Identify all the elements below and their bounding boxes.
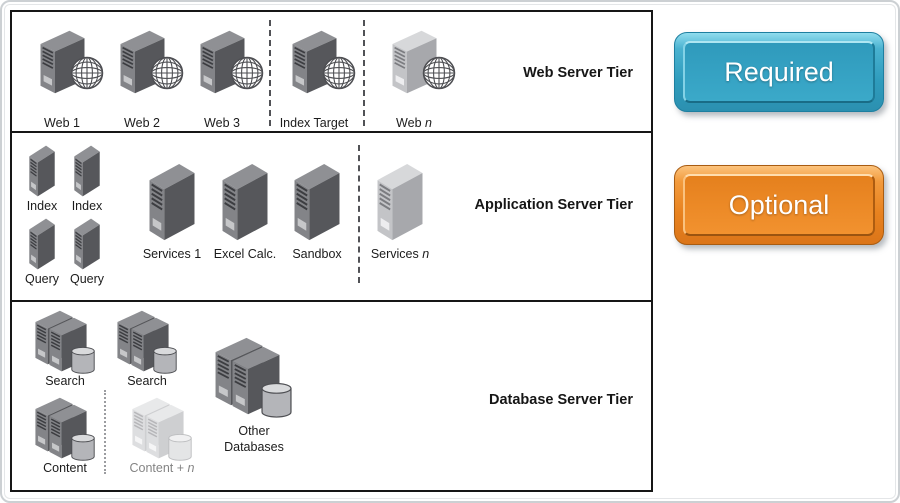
optional-button[interactable]: Optional xyxy=(674,165,884,245)
database-cylinder-icon xyxy=(153,347,177,374)
app-server-icon-optional xyxy=(377,163,423,241)
server-label: Other Databases xyxy=(224,424,284,454)
server-query-2: Query xyxy=(70,218,104,286)
server-index-2: Index xyxy=(72,145,102,213)
server-web-n: Web n xyxy=(392,30,458,130)
database-server-tier-box: Search Search Content xyxy=(10,300,653,492)
app-server-icon xyxy=(29,218,55,270)
database-server-icon-optional xyxy=(132,397,192,461)
required-button[interactable]: Required xyxy=(674,32,884,112)
server-label: Search xyxy=(127,374,167,388)
database-cylinder-icon xyxy=(71,347,95,374)
web-server-tier-box: Web 1 Web 2 Web 3 xyxy=(10,10,653,133)
database-cylinder-icon xyxy=(168,434,192,461)
server-services-n: Services n xyxy=(371,163,429,261)
server-label: Services n xyxy=(370,247,430,261)
globe-icon xyxy=(230,56,264,90)
server-services-1: Services 1 xyxy=(143,163,201,261)
server-content-n-db: Content + n xyxy=(130,397,194,475)
optional-button-label: Optional xyxy=(683,174,875,236)
server-web-1: Web 1 xyxy=(40,30,106,130)
web-server-icon xyxy=(120,30,184,94)
application-tier-title: Application Server Tier xyxy=(474,197,633,213)
globe-icon xyxy=(150,56,184,90)
server-label: Content xyxy=(43,461,87,475)
app-server-icon xyxy=(74,145,100,197)
app-server-icon xyxy=(294,163,340,241)
server-label: Index xyxy=(71,199,103,213)
database-server-icon xyxy=(35,397,95,461)
application-server-tier-box: Index Index Query Query Services 1 Excel… xyxy=(10,131,653,302)
globe-icon xyxy=(322,56,356,90)
server-label: Web 2 xyxy=(124,116,160,130)
web-server-icon-optional xyxy=(392,30,456,94)
database-server-icon xyxy=(35,310,95,374)
web-server-icon xyxy=(200,30,264,94)
web-server-icon xyxy=(40,30,104,94)
app-server-icon xyxy=(29,145,55,197)
server-label: Services 1 xyxy=(142,247,202,261)
server-label: Search xyxy=(45,374,85,388)
globe-icon xyxy=(70,56,104,90)
dashed-separator xyxy=(363,20,365,126)
server-label: Excel Calc. xyxy=(213,247,277,261)
web-tier-title: Web Server Tier xyxy=(523,65,633,81)
database-tier-title: Database Server Tier xyxy=(488,392,633,408)
server-sandbox: Sandbox xyxy=(292,163,342,261)
globe-icon xyxy=(422,56,456,90)
database-cylinder-icon xyxy=(71,434,95,461)
server-label: Web 1 xyxy=(44,116,80,130)
web-server-icon xyxy=(292,30,356,94)
server-label: Content + n xyxy=(129,461,195,475)
server-label: Index xyxy=(26,199,58,213)
server-label: Query xyxy=(69,272,105,286)
server-label: Index Target xyxy=(279,116,349,130)
server-web-3: Web 3 xyxy=(200,30,266,130)
server-search-db-2: Search xyxy=(117,310,177,388)
server-other-databases: Other Databases xyxy=(215,337,293,454)
dashed-separator xyxy=(269,20,271,126)
dotted-separator xyxy=(104,390,106,474)
server-excel-calc: Excel Calc. xyxy=(214,163,276,261)
dashed-separator xyxy=(358,145,360,283)
database-cylinder-icon xyxy=(261,383,292,418)
required-button-label: Required xyxy=(683,41,875,103)
database-server-icon xyxy=(117,310,177,374)
server-index-1: Index xyxy=(27,145,57,213)
tier-stack: Web 1 Web 2 Web 3 xyxy=(10,10,653,492)
server-label: Web n xyxy=(396,116,432,130)
server-label: Query xyxy=(24,272,60,286)
server-label: Web 3 xyxy=(204,116,240,130)
app-server-icon xyxy=(149,163,195,241)
app-server-icon xyxy=(74,218,100,270)
database-server-icon xyxy=(215,337,292,418)
server-web-2: Web 2 xyxy=(120,30,186,130)
app-server-icon xyxy=(222,163,268,241)
server-query-1: Query xyxy=(25,218,59,286)
server-index-target: Index Target xyxy=(280,30,358,130)
server-content-db: Content xyxy=(35,397,95,475)
server-search-db-1: Search xyxy=(35,310,95,388)
server-label: Sandbox xyxy=(292,247,342,261)
